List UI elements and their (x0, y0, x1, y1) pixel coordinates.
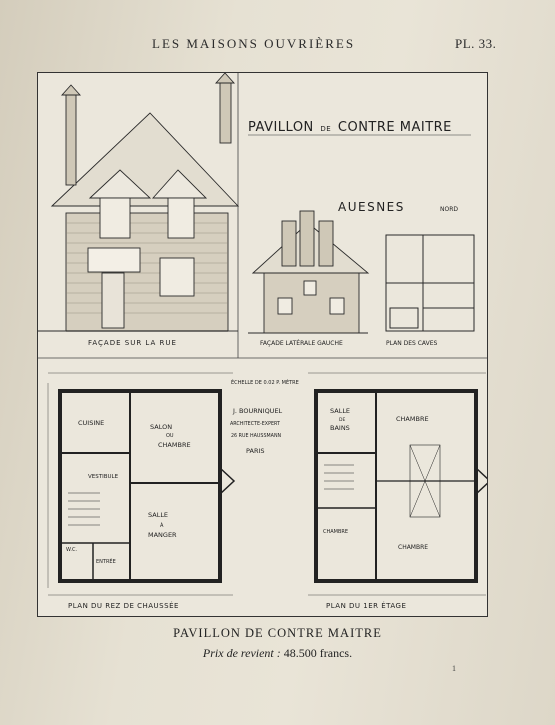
location-region: NORD (440, 206, 458, 213)
room-salon-ou: OU (166, 433, 174, 439)
room-dining-a: À (160, 522, 164, 529)
street-facade-label: FAÇADE SUR LA RUE (88, 339, 177, 347)
side-facade-drawing (248, 210, 370, 334)
location-name: AUESNES (338, 200, 405, 214)
cellar-plan-drawing (385, 234, 475, 332)
plate-drawing: FAÇADE SUR LA RUE PAVILLON DE CONTRE MAI… (38, 72, 492, 610)
architect-name: J. BOURNIQUEL (232, 407, 283, 415)
ground-floor-plan (47, 372, 236, 596)
caption-price: Prix de revient : 48.500 francs. (0, 646, 555, 661)
room-kitchen: CUISINE (78, 419, 104, 427)
ground-floor-plan-label: PLAN DU REZ DE CHAUSSÉE (68, 601, 179, 610)
room-bath-bains: BAINS (330, 424, 350, 432)
room-salon-chambre: CHAMBRE (158, 441, 191, 449)
room-bedroom-small: CHAMBRE (323, 529, 348, 535)
first-floor-plan-label: PLAN DU 1ER ÉTAGE (326, 601, 406, 610)
room-dining-manger: MANGER (148, 531, 177, 539)
room-bath-salle: SALLE (330, 407, 350, 415)
room-bedroom-lower: CHAMBRE (398, 544, 428, 551)
room-dining-salle: SALLE (148, 511, 168, 519)
room-salon: SALON (150, 423, 172, 431)
architect-address: 26 RUE HAUSSMANN (231, 433, 282, 439)
scale-note: ÉCHELLE DE 0.02 P. MÈTRE (231, 378, 299, 386)
caption-title: PAVILLON DE CONTRE MAITRE (173, 626, 382, 640)
street-facade-drawing (38, 72, 240, 332)
book-title: LES MAISONS OUVRIÈRES (152, 36, 356, 51)
architect-city: PARIS (246, 447, 265, 455)
architect-title: ARCHITECTE-EXPERT (230, 421, 280, 427)
architectural-plate: FAÇADE SUR LA RUE PAVILLON DE CONTRE MAI… (37, 72, 492, 617)
plate-number: PL. 33. (455, 36, 497, 51)
price-label: Prix de revient : (202, 646, 281, 660)
side-facade-label: FAÇADE LATÉRALE GAUCHE (260, 339, 343, 347)
room-entrance: ENTRÉE (96, 557, 116, 565)
plate-title-main: PAVILLON DE CONTRE MAITRE (248, 120, 452, 135)
page-number: 1 (452, 664, 456, 673)
room-bath-de: DE (339, 417, 345, 423)
cellar-plan-label: PLAN DES CAVES (386, 340, 438, 347)
architect-block: J. BOURNIQUEL ARCHITECTE-EXPERT 26 RUE H… (230, 407, 283, 455)
room-bedroom-main: CHAMBRE (396, 415, 429, 423)
room-vestibule: VESTIBULE (88, 474, 119, 480)
room-wc: W.C. (66, 547, 77, 553)
price-value: 48.500 francs. (283, 646, 353, 660)
running-header: LES MAISONS OUVRIÈRES PL. 33. (0, 36, 555, 56)
first-floor-plan (308, 372, 492, 596)
